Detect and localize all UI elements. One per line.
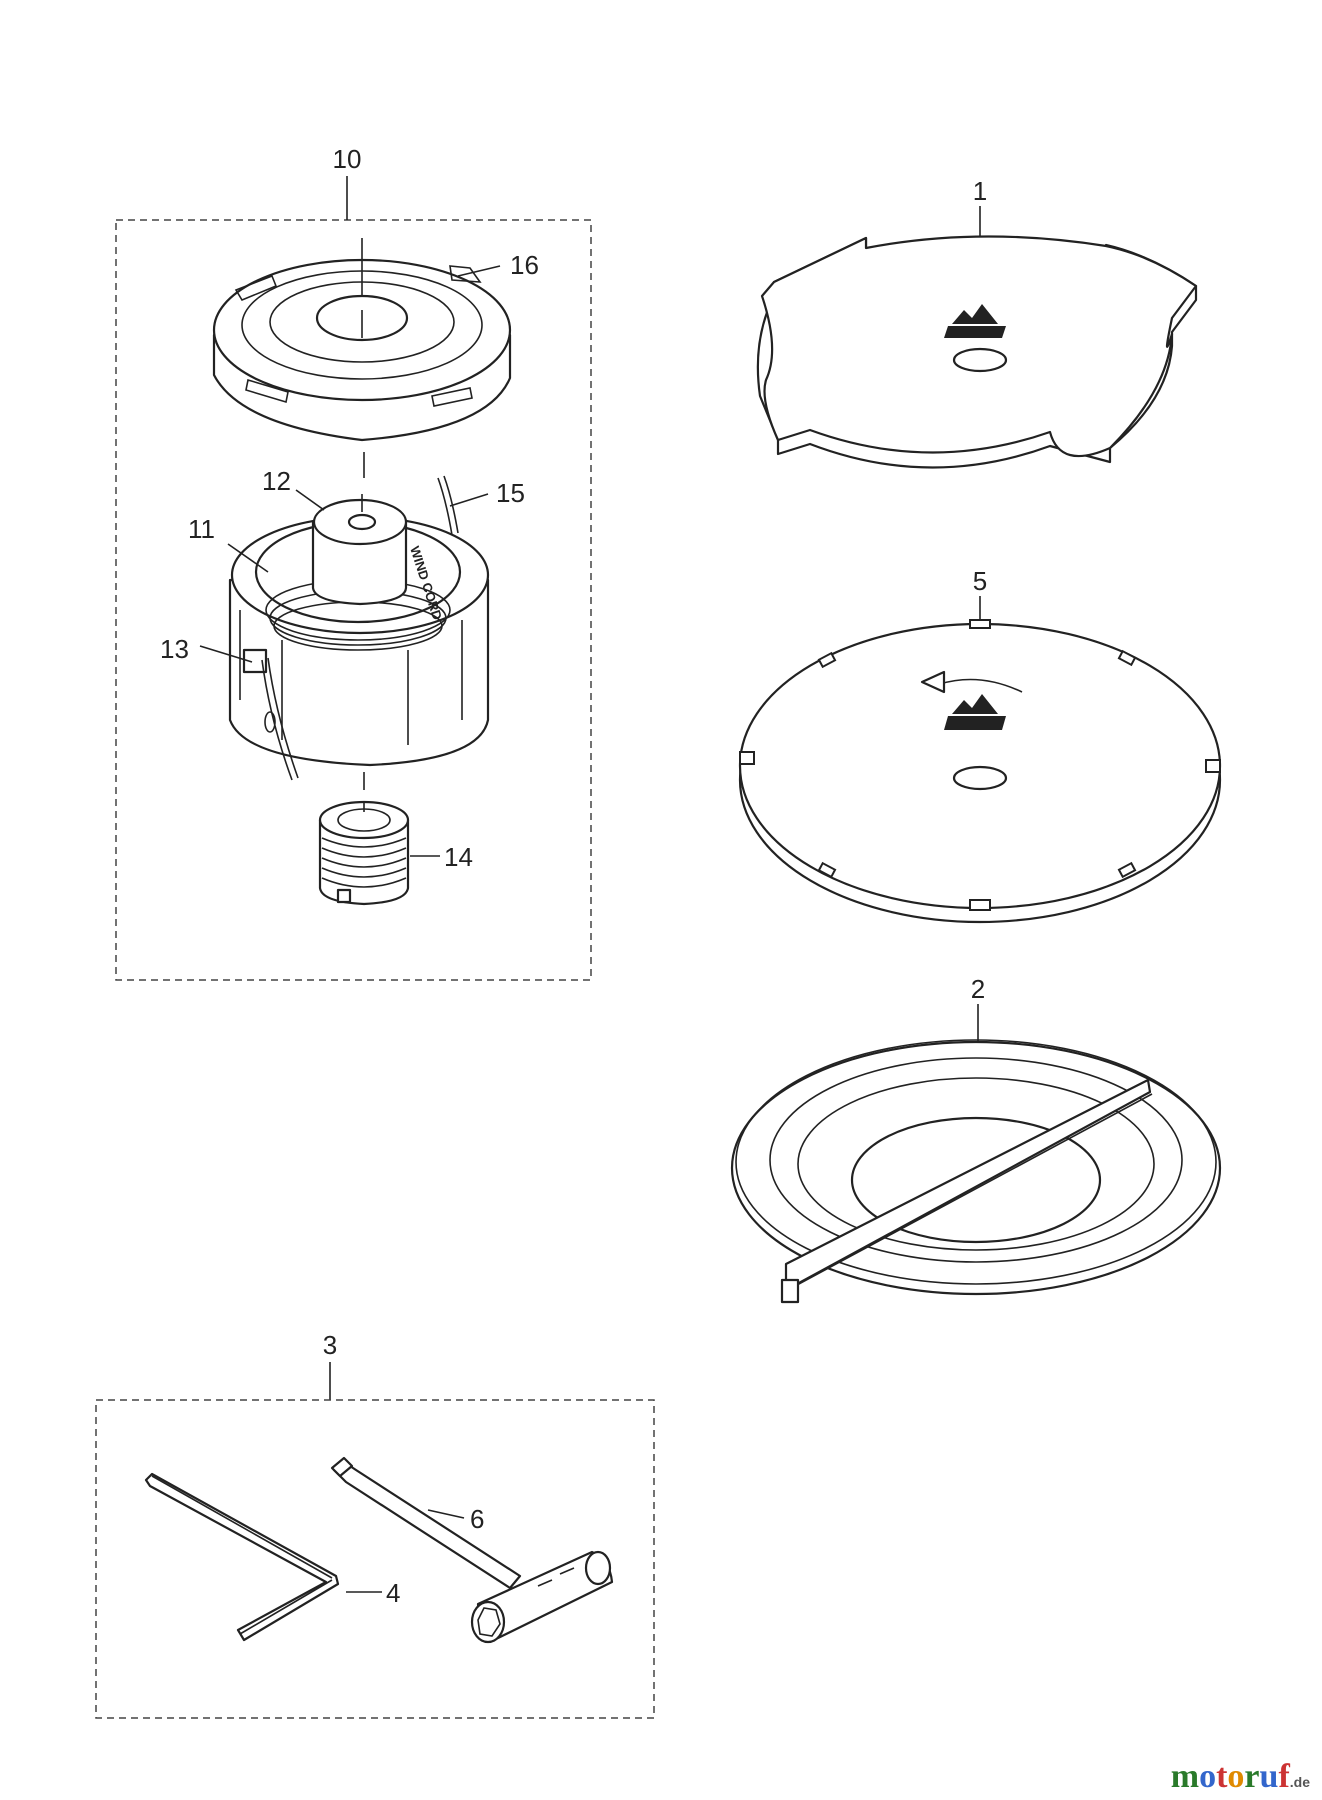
tool-kit-group: 3 4 6 bbox=[95, 1330, 655, 1719]
box-wrench-part-6: 6 bbox=[330, 1456, 614, 1644]
watermark-letter: r bbox=[1244, 1758, 1260, 1795]
watermark-suffix: .de bbox=[1289, 1774, 1310, 1790]
spool-cover-part-16: 16 bbox=[212, 238, 539, 442]
watermark-letter: f bbox=[1278, 1758, 1290, 1795]
callout-14: 14 bbox=[444, 842, 473, 872]
callout-5: 5 bbox=[973, 566, 987, 596]
trimmer-head-kit-group: 10 16 bbox=[115, 144, 592, 981]
callout-2: 2 bbox=[971, 974, 985, 1004]
four-tooth-blade-part-1: 1 bbox=[756, 176, 1198, 469]
cutting-line-part-15: 15 bbox=[437, 475, 525, 536]
watermark-letter: t bbox=[1216, 1758, 1228, 1795]
hex-key-part-4: 4 bbox=[144, 1472, 400, 1642]
guard-part-2: 2 bbox=[730, 974, 1222, 1304]
watermark-letter: u bbox=[1259, 1758, 1279, 1795]
callout-3: 3 bbox=[323, 1330, 337, 1360]
saw-disc-part-5: 5 bbox=[738, 566, 1222, 924]
watermark-letter: m bbox=[1170, 1758, 1200, 1795]
tool-kit-box bbox=[95, 1399, 655, 1719]
callout-10: 10 bbox=[333, 144, 362, 174]
spool-hub-part-12: 12 bbox=[262, 466, 408, 606]
watermark-letter: o bbox=[1227, 1758, 1245, 1795]
callout-6: 6 bbox=[470, 1504, 484, 1534]
callout-4: 4 bbox=[386, 1578, 400, 1608]
callout-16: 16 bbox=[510, 250, 539, 280]
callout-15: 15 bbox=[496, 478, 525, 508]
trimmer-head-kit-box bbox=[115, 219, 592, 981]
callout-11: 11 bbox=[188, 514, 215, 544]
motoruf-watermark: motoruf.de bbox=[1171, 1758, 1310, 1796]
callout-12: 12 bbox=[262, 466, 291, 496]
threaded-insert-part-14: 14 bbox=[318, 800, 473, 906]
callout-1: 1 bbox=[973, 176, 987, 206]
callout-13: 13 bbox=[160, 634, 189, 664]
watermark-letter: o bbox=[1199, 1758, 1217, 1795]
eyelet-part-13: 13 bbox=[160, 634, 299, 781]
